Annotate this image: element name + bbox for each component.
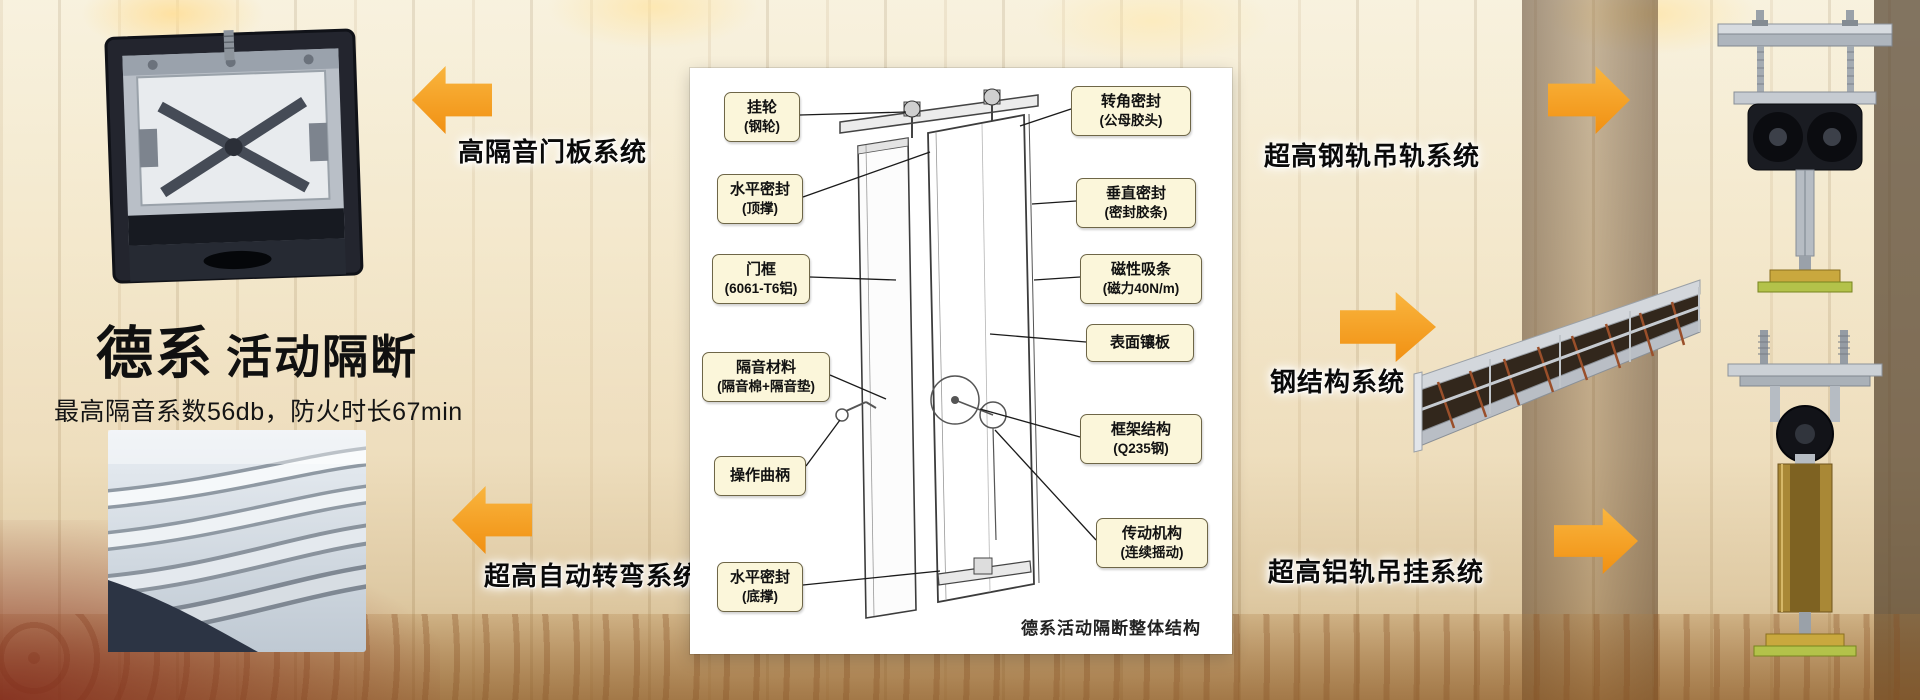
callout-magnetic-strip: 磁性吸条 (磁力40N/m) (1080, 254, 1202, 304)
callout-corner-seal: 转角密封 (公母胶头) (1071, 86, 1191, 136)
callout-sublabel: (底撑) (742, 588, 778, 604)
aluminum-rail-hanger-photo (1700, 330, 1910, 680)
steel-rail-hanger-photo (1700, 8, 1910, 308)
callout-sublabel: (6061-T6铝) (724, 280, 798, 296)
door-panel-mechanism-photo (96, 8, 376, 308)
system-label-auto-turn: 超高自动转弯系统 (484, 561, 701, 591)
callout-label: 水平密封 (729, 569, 790, 587)
callout-hanging-wheel: 挂轮 (钢轮) (724, 92, 800, 142)
partition-structure-drawing (799, 88, 1097, 619)
callout-transmission: 传动机构 (连续摇动) (1096, 518, 1208, 568)
steel-structure-illustration (1413, 279, 1701, 453)
callout-sound-insulation: 隔音材料 (隔音棉+隔音垫) (702, 352, 830, 402)
callout-horizontal-seal-bottom: 水平密封 (底撑) (717, 562, 803, 612)
callout-operating-crank: 操作曲柄 (714, 456, 806, 496)
brand-title-rest: 活动隔断 (226, 331, 418, 383)
callout-sublabel: (钢轮) (744, 118, 780, 134)
callout-label: 磁性吸条 (1110, 261, 1171, 279)
callout-sublabel: (隔音棉+隔音垫) (717, 378, 815, 394)
door-panel-mechanism-illustration (104, 28, 364, 284)
callout-surface-panel: 表面镶板 (1086, 324, 1194, 362)
callout-sublabel: (密封胶条) (1104, 204, 1168, 220)
curved-track-photo (97, 430, 372, 652)
callout-label: 转角密封 (1100, 93, 1161, 111)
brand-title: 德系 活动隔断 (96, 308, 418, 390)
system-label-aluminum-rail: 超高铝轨吊挂系统 (1268, 557, 1485, 587)
callout-horizontal-seal-top: 水平密封 (顶撑) (717, 174, 803, 224)
system-label-steel-structure: 钢结构系统 (1270, 367, 1406, 397)
callout-label: 隔音材料 (735, 359, 796, 377)
callout-label: 框架结构 (1110, 421, 1171, 439)
callout-label: 传动机构 (1121, 525, 1182, 543)
callout-label: 门框 (745, 261, 776, 279)
callout-label: 挂轮 (746, 99, 777, 117)
curved-track-illustration (97, 430, 372, 652)
system-label-steel-rail: 超高钢轨吊轨系统 (1264, 141, 1481, 171)
callout-sublabel: (顶撑) (742, 200, 778, 216)
callout-sublabel: (公母胶头) (1099, 112, 1163, 128)
callout-label: 操作曲柄 (729, 467, 790, 485)
callout-label: 表面镶板 (1109, 334, 1170, 352)
aluminum-rail-hanger-illustration (1727, 330, 1883, 657)
structure-diagram-panel: 挂轮 (钢轮) 水平密封 (顶撑) 门框 (6061-T6铝) 隔音材料 (隔音… (690, 68, 1232, 654)
callout-label: 水平密封 (729, 181, 790, 199)
callout-sublabel: (磁力40N/m) (1102, 280, 1180, 296)
callout-sublabel: (Q235钢) (1113, 440, 1169, 456)
steel-structure-photo (1408, 228, 1718, 468)
callout-door-frame: 门框 (6061-T6铝) (712, 254, 810, 304)
steel-rail-hanger-illustration (1717, 10, 1893, 293)
system-label-door-panel: 高隔音门板系统 (458, 137, 648, 167)
callout-frame-structure: 框架结构 (Q235钢) (1080, 414, 1202, 464)
diagram-caption: 德系活动隔断整体结构 (1021, 619, 1201, 638)
dark-wall-edge (1874, 0, 1920, 700)
callout-sublabel: (连续摇动) (1120, 544, 1184, 560)
callout-vertical-seal: 垂直密封 (密封胶条) (1076, 178, 1196, 228)
brand-title-bold: 德系 (96, 322, 214, 386)
callout-label: 垂直密封 (1105, 185, 1166, 203)
brand-subtitle: 最高隔音系数56db，防火时长67min (54, 398, 463, 426)
